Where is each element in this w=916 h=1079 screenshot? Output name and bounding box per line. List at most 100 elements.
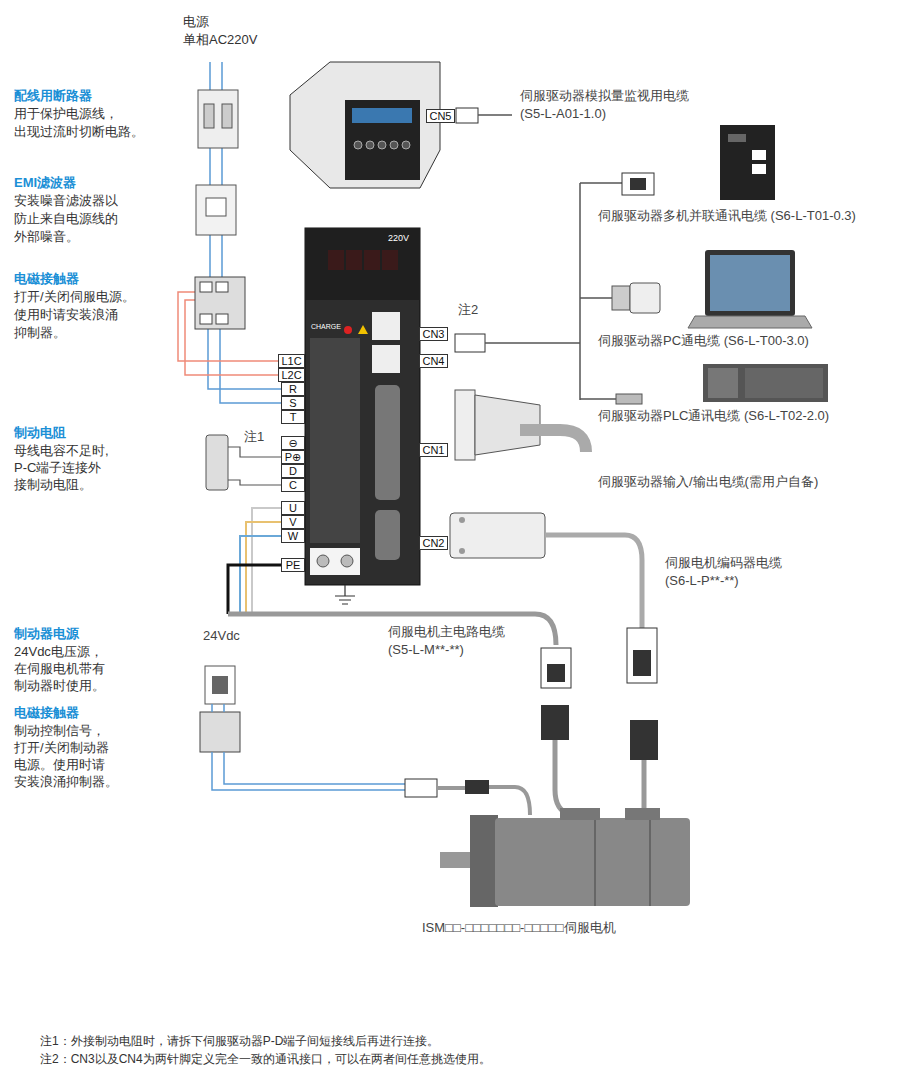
- description-text: 抑制器。: [14, 325, 66, 341]
- power-line-part: [208, 329, 281, 403]
- encoder-cable-part: [459, 517, 465, 523]
- servo-drive-part: [317, 555, 329, 567]
- servo-drive-part: [305, 228, 420, 585]
- comm-cable-part: [630, 283, 660, 313]
- footnote: 注2：CN3以及CN4为两针脚定义完全一致的通讯接口，可以在两者间任意挑选使用。: [40, 1051, 491, 1067]
- drive-top-view-part: [354, 141, 362, 149]
- terminal-box: PE: [281, 558, 305, 572]
- brake-resistor-part: [206, 435, 228, 490]
- monitor-cable: [456, 108, 512, 123]
- plc-part: [703, 364, 828, 402]
- section-heading: 制动电阻: [14, 425, 66, 441]
- servo-motor-part: [440, 852, 470, 868]
- servo-drive-part: [358, 325, 368, 334]
- magnetic-contactor-part: [216, 282, 228, 292]
- description-text: 安装浪涌抑制器。: [14, 774, 118, 790]
- motor-power-wire-part: [228, 614, 556, 645]
- emi-filter-part: [206, 198, 226, 216]
- cable-label: 伺服驱动器模拟量监视用电缆: [520, 88, 689, 104]
- servo-drive-part: [335, 585, 355, 604]
- brake-power-part: [200, 712, 240, 752]
- magnetic-contactor: [195, 277, 245, 329]
- main-circuit-plug-part: [541, 705, 569, 740]
- section-heading: 配线用断路器: [14, 88, 92, 104]
- cable-label: ISM□□-□□□□□□□-□□□□□伺服电机: [422, 920, 616, 936]
- servo-drive-part: [310, 548, 360, 575]
- description-text: 使用时请安装浪涌: [14, 307, 118, 323]
- description-text: 制动器时使用。: [14, 678, 105, 694]
- terminal-name: PE: [286, 559, 301, 571]
- description-text: 单相AC220V: [183, 32, 257, 48]
- terminal-box: P⊕: [281, 450, 305, 464]
- servo-drive-part: [382, 250, 398, 270]
- terminal-box: CN5: [426, 109, 455, 123]
- section-heading: 电磁接触器: [14, 705, 79, 721]
- terminal-box: CN3: [419, 327, 448, 341]
- servo-drive-part: [372, 345, 400, 373]
- description-text: 打开/关闭制动器: [14, 740, 109, 756]
- drive-top-view-part: [290, 62, 440, 188]
- cable-label: 伺服驱动器PC通电缆 (S6-L-T00-3.0): [598, 333, 809, 349]
- servo-drive-part: [341, 555, 353, 567]
- description-text: 电源。使用时请: [14, 757, 105, 773]
- drive-top-view-part: [345, 100, 420, 180]
- cable-label: 伺服驱动器多机并联通讯电缆 (S6-L-T01-0.3): [598, 208, 856, 224]
- terminal-name: W: [288, 530, 298, 542]
- laptop-part: [710, 255, 790, 311]
- terminal-box: L1C: [278, 354, 305, 368]
- brake-power-part: [405, 779, 437, 797]
- description-text: 电源: [183, 14, 209, 30]
- monitor-cable-part: [478, 114, 512, 116]
- servo-drive-part: [305, 228, 420, 300]
- comm-cable-part: [612, 286, 630, 310]
- drive-top-view-part: [352, 108, 412, 123]
- cable-label: (S5-L-M**-**): [388, 642, 464, 658]
- terminal-name: T: [290, 411, 297, 423]
- slave-drive-part: [720, 125, 775, 200]
- cable-label: 注2: [458, 302, 478, 318]
- description-text: 制动控制信号，: [14, 723, 105, 739]
- cable-label: 伺服电机编码器电缆: [665, 555, 782, 571]
- terminal-name: CN5: [429, 110, 451, 122]
- brake-power-part: [465, 780, 489, 794]
- terminal-name: P⊕: [285, 451, 302, 463]
- section-heading: 制动器电源: [14, 626, 79, 642]
- servo-motor: [440, 808, 690, 907]
- cable-label: 伺服电机主电路电缆: [388, 624, 505, 640]
- drive-top-view-part: [402, 141, 410, 149]
- description-text: 安装噪音滤波器以: [14, 193, 118, 209]
- drive-top-view-part: [366, 141, 374, 149]
- magnetic-contactor-part: [200, 282, 212, 292]
- brake-power-part: [212, 676, 228, 694]
- terminal-name: D: [289, 465, 297, 477]
- servo-drive-part: [328, 250, 344, 270]
- terminal-name: L1C: [281, 355, 301, 367]
- brake-power-part: [437, 787, 530, 815]
- servo-drive-part: [344, 326, 352, 334]
- encoder-cable-part: [642, 760, 647, 812]
- cable-label: (S6-L-P**-**): [665, 573, 739, 589]
- terminal-box: D: [281, 464, 305, 478]
- slave-drive-part: [752, 164, 766, 174]
- panel-text: 220V: [388, 233, 409, 243]
- terminal-name: CN1: [422, 444, 444, 456]
- terminal-box: CN2: [419, 536, 448, 550]
- encoder-cable-part: [545, 535, 642, 628]
- terminal-name: S: [289, 397, 296, 409]
- terminal-name: CN4: [422, 355, 444, 367]
- terminal-box: S: [281, 396, 305, 410]
- description-text: P-C端子连接外: [14, 460, 101, 476]
- terminal-box: ⊖: [281, 436, 305, 450]
- io-connector-part: [455, 390, 475, 460]
- panel-text: CHARGE: [311, 323, 341, 331]
- motor-power-wire-part: [252, 508, 281, 612]
- encoder-cable-part: [627, 628, 657, 683]
- terminal-name: CN2: [422, 537, 444, 549]
- description-text: 出现过流时切断电路。: [14, 124, 144, 140]
- plc-part: [708, 368, 738, 398]
- terminal-box: C: [281, 478, 305, 492]
- encoder-cable-part: [450, 513, 545, 558]
- emi-filter-part: [196, 185, 236, 235]
- terminal-box: R: [281, 382, 305, 396]
